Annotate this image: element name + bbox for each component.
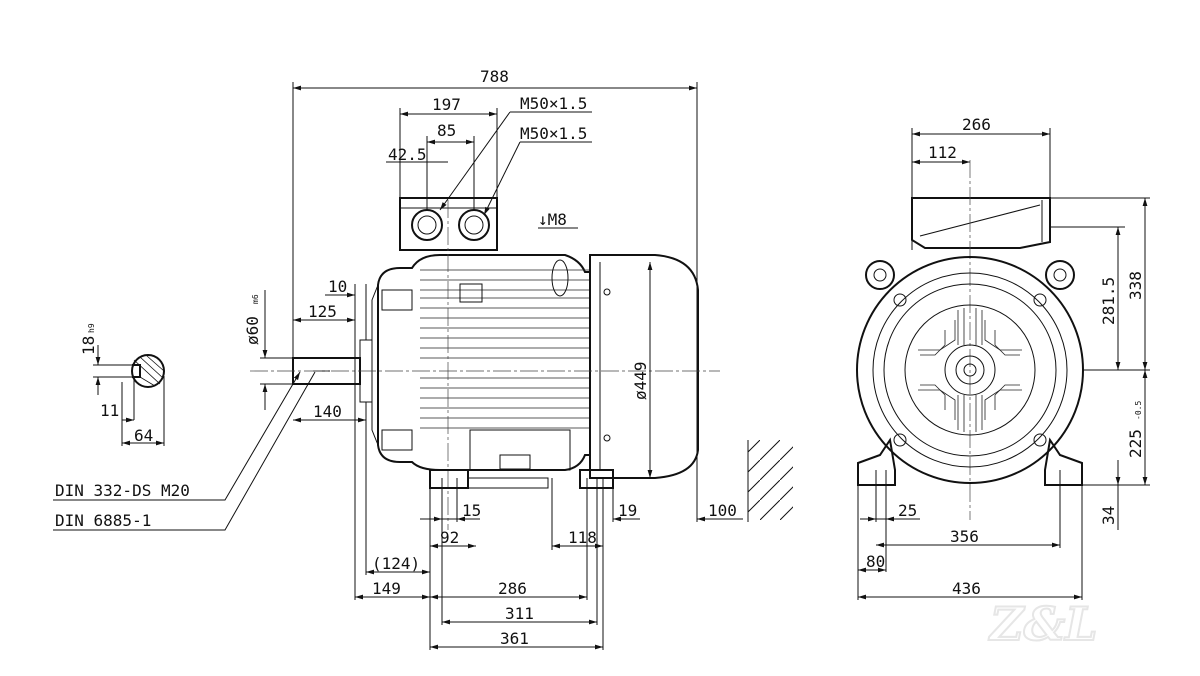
overall-length-label: 788 bbox=[480, 67, 509, 86]
lifting-eye-right bbox=[1045, 260, 1075, 290]
shaft-diameter-label: ø60 bbox=[243, 316, 262, 345]
flange-length-label: 140 bbox=[313, 402, 342, 421]
key-width-label: 18 bbox=[79, 336, 98, 355]
din-key-label: DIN 6885-1 bbox=[55, 511, 151, 530]
shaft-height-side-label: 225 bbox=[1126, 429, 1145, 458]
nameplate-base bbox=[469, 429, 571, 471]
side-view: 266 112 bbox=[856, 115, 1150, 600]
cable-gland-1 bbox=[411, 209, 443, 241]
shaft-height-label: 64 bbox=[134, 426, 153, 445]
shaft-to-foot-bracketed-label: (124) bbox=[372, 554, 420, 573]
foot-hole-span-label: 356 bbox=[950, 527, 979, 546]
keyway bbox=[132, 364, 141, 378]
foot-length-label: 361 bbox=[500, 629, 529, 648]
gland-spacing-label: 85 bbox=[437, 121, 456, 140]
fan-blades bbox=[918, 308, 1022, 432]
box-height-label: 281.5 bbox=[1099, 277, 1118, 325]
foot-width-rear-label: 19 bbox=[618, 501, 637, 520]
overall-foot-width-label: 436 bbox=[952, 579, 981, 598]
gland-thread-1-label: M50×1.5 bbox=[520, 94, 587, 113]
wall-hatch bbox=[748, 440, 793, 520]
foot-holes-b-label: 311 bbox=[505, 604, 534, 623]
foot-span-inner-label: 118 bbox=[568, 528, 597, 547]
din-centre-hole-label: DIN 332-DS M20 bbox=[55, 481, 190, 500]
foot-holes-a-label: 286 bbox=[498, 579, 527, 598]
key-section-view: 18 h9 11 64 bbox=[79, 323, 165, 446]
cooling-fins bbox=[420, 269, 590, 429]
front-foot bbox=[429, 469, 469, 489]
foot-width-side-label: 80 bbox=[866, 552, 885, 571]
watermark-logo: Z&L bbox=[988, 597, 1097, 651]
height-to-top-label: 338 bbox=[1126, 271, 1145, 300]
fan-cover bbox=[589, 254, 699, 479]
box-offset-label: 112 bbox=[928, 143, 957, 162]
foot-to-box-label: 92 bbox=[440, 528, 459, 547]
lifting-thread-label: ↓M8 bbox=[538, 210, 567, 229]
motor-housing bbox=[377, 254, 591, 471]
front-view: 788 197 85 42.5 M50×1.5 M50×1.5 ↓M8 bbox=[53, 67, 793, 650]
shaft-offset-label: 10 bbox=[328, 277, 347, 296]
gland-thread-2-label: M50×1.5 bbox=[520, 124, 587, 143]
fan-grill bbox=[904, 304, 1036, 436]
housing-diameter-label: ø449 bbox=[631, 361, 650, 400]
shaft-to-foot-label: 149 bbox=[372, 579, 401, 598]
lifting-eye-left bbox=[865, 260, 895, 290]
shaft-height-tolerance-label: -0.5 bbox=[1134, 401, 1143, 420]
foot-thickness-label: 34 bbox=[1099, 506, 1118, 525]
foot-hole-width-label: 25 bbox=[898, 501, 917, 520]
key-height-label: 11 bbox=[100, 401, 119, 420]
key-tolerance-label: h9 bbox=[87, 323, 96, 333]
gland-offset-label: 42.5 bbox=[388, 145, 427, 164]
shaft-tolerance-label: m6 bbox=[251, 294, 260, 304]
box-width-side-label: 266 bbox=[962, 115, 991, 134]
box-width-label: 197 bbox=[432, 95, 461, 114]
shaft-length-label: 125 bbox=[308, 302, 337, 321]
foot-width-label: 15 bbox=[462, 501, 481, 520]
rear-clearance-label: 100 bbox=[708, 501, 737, 520]
side-terminal-box bbox=[911, 197, 1051, 249]
side-foot-right bbox=[1044, 437, 1083, 486]
